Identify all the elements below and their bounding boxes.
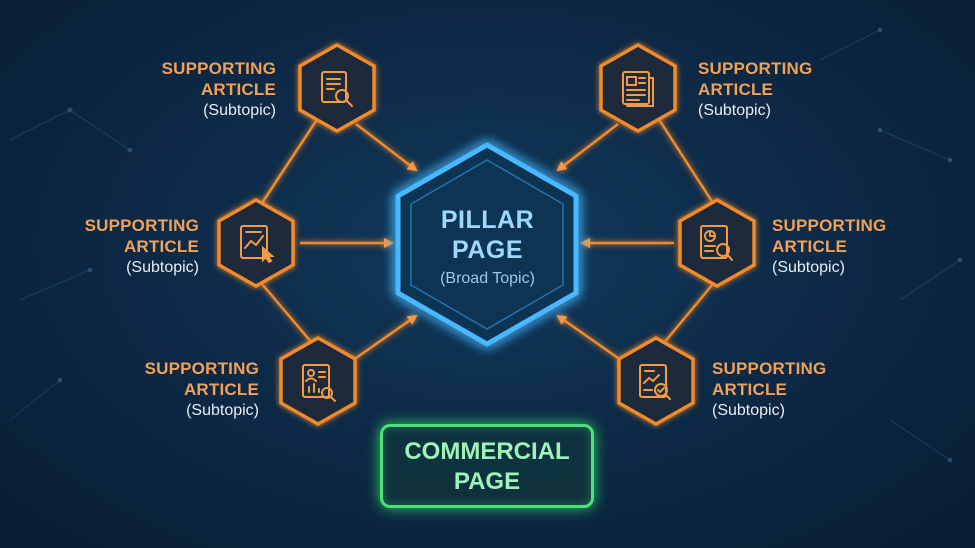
pillar-title-line2: PAGE [452,236,523,264]
profile-report-icon [302,364,336,402]
arrow-left-bottom [355,314,418,360]
supporting-label-line2: ARTICLE [712,380,788,399]
arrow-right-top [556,123,619,172]
supporting-label-sub: (Subtopic) [698,102,771,119]
commercial-page-box: COMMERCIAL PAGE [380,424,594,508]
pillar-title-line1: PILLAR [440,206,535,234]
supporting-label-right-top: SUPPORTING ARTICLE (Subtopic) [698,58,858,121]
supporting-label-line2: ARTICLE [183,380,259,399]
supporting-label-line2: ARTICLE [772,237,848,256]
document-search-icon [321,71,353,107]
supporting-hexagon-right-bottom [617,335,695,427]
connector-left-mid-bottom [261,283,319,351]
supporting-label-line1: SUPPORTING [712,359,827,378]
supporting-label-line1: SUPPORTING [161,59,276,78]
pillar-subtitle: (Broad Topic) [440,270,535,287]
supporting-label-sub: (Subtopic) [186,402,259,419]
supporting-label-left-top: SUPPORTING ARTICLE (Subtopic) [120,58,276,121]
report-magnifier-icon [700,225,733,261]
supporting-hexagon-left-bottom [279,335,357,427]
supporting-label-line1: SUPPORTING [84,216,199,235]
supporting-label-sub: (Subtopic) [772,259,845,276]
supporting-label-line2: ARTICLE [123,237,199,256]
supporting-label-sub: (Subtopic) [126,259,199,276]
supporting-hexagon-left-mid [217,197,295,289]
supporting-label-left-bottom: SUPPORTING ARTICLE (Subtopic) [104,358,259,421]
supporting-label-line1: SUPPORTING [772,216,887,235]
supporting-hexagon-right-mid [678,197,756,289]
supporting-label-left-mid: SUPPORTING ARTICLE (Subtopic) [44,215,199,278]
supporting-label-line2: ARTICLE [698,80,774,99]
document-check-icon [639,364,671,400]
supporting-label-sub: (Subtopic) [712,402,785,419]
connector-left-top-mid [260,117,320,204]
supporting-label-line2: ARTICLE [200,80,276,99]
supporting-hexagon-right-top [599,42,677,134]
document-chart-cursor-icon [240,225,275,264]
supporting-label-line1: SUPPORTING [698,59,813,78]
supporting-label-right-mid: SUPPORTING ARTICLE (Subtopic) [772,215,932,278]
pillar-page-label: PILLAR PAGE (Broad Topic) [405,205,570,291]
supporting-label-sub: (Subtopic) [203,102,276,119]
arrow-right-bottom [556,314,619,360]
background-network [9,27,963,463]
pillar-hexagon [395,142,579,347]
connector-right-top-mid [656,117,715,204]
commercial-line2: PAGE [453,468,521,495]
supporting-label-right-bottom: SUPPORTING ARTICLE (Subtopic) [712,358,872,421]
arrow-left-top [355,123,418,172]
supporting-label-line1: SUPPORTING [144,359,259,378]
connector-right-mid-bottom [657,283,714,351]
newspaper-icon [622,71,654,107]
commercial-line1: COMMERCIAL [404,438,570,465]
supporting-hexagon-left-top [298,42,376,134]
